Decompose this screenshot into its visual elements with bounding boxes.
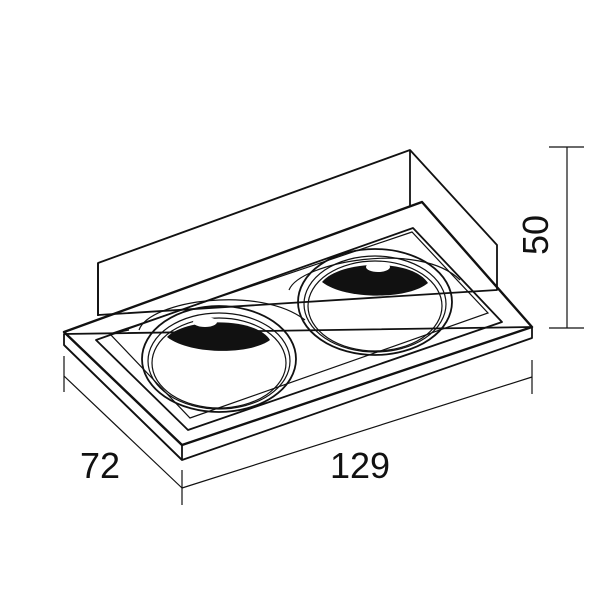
dimension-lines [63,146,584,505]
reflector-cup-right [322,264,428,296]
lamp-right [288,248,461,356]
reflector-cup-left [167,322,270,351]
housing-box [97,149,498,316]
width-label: 129 [330,445,390,486]
height-label: 50 [515,215,556,255]
lamp-left [138,299,306,413]
trim-frame [62,200,534,461]
depth-label: 72 [80,445,120,486]
